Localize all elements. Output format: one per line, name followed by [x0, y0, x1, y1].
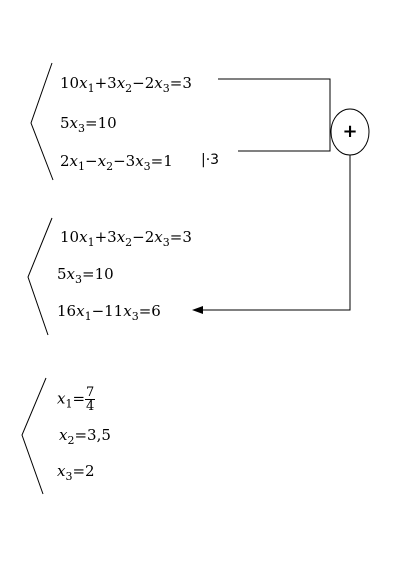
solution-equation-2: x2=3,5	[59, 426, 111, 447]
brace-system-1	[30, 62, 54, 181]
solution-equation-3: x3=2	[57, 462, 95, 483]
multiplier-label: |·3	[201, 152, 220, 168]
system1-equation-2: 5x3=10	[60, 114, 117, 135]
plus-symbol: +	[342, 121, 358, 142]
connector-top	[218, 78, 331, 152]
arrow-head	[192, 306, 203, 314]
system2-equation-1: 10x1+3x2−2x3=3	[60, 228, 192, 249]
system1-equation-1: 10x1+3x2−2x3=3	[60, 74, 192, 95]
arrow-line	[202, 155, 351, 311]
system2-equation-2: 5x3=10	[57, 265, 114, 286]
system2-equation-3: 16x1−11x3=6	[57, 302, 161, 323]
brace-solution	[21, 377, 47, 495]
brace-system-2	[27, 217, 53, 336]
system1-equation-3: 2x1−x2−3x3=1	[60, 152, 173, 173]
